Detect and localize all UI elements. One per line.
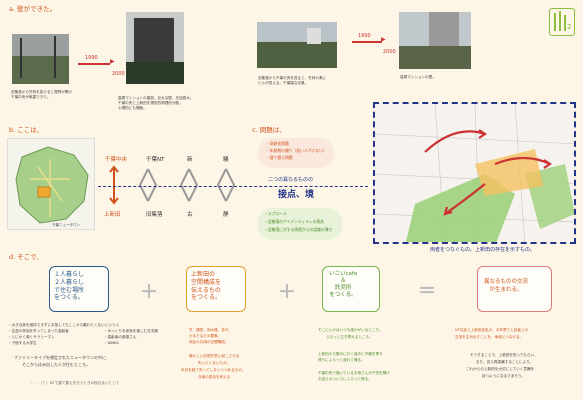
photo-mansion-wall [399, 12, 471, 69]
list1b-item-3: ・DINKS [104, 341, 119, 345]
chiba-nt-map: 千葉ニュータウン [7, 138, 95, 230]
note1c: ・・・（？）NTで建て替えを行うときの仮住まいとして [30, 381, 120, 385]
caption-a2c: 心理的にも隔絶。 [118, 106, 147, 110]
caption-a3b: ビルが見える。千葉園な光景。 [258, 81, 309, 85]
problem-cloud-bottom [258, 208, 342, 240]
list1b-item-2: ・高齢者の新婚さん [104, 335, 137, 339]
problem-top-1: ・高齢化問題 [266, 141, 289, 146]
caption-a4: 高層マンションの壁。 [400, 75, 436, 79]
contrast-arrows [109, 165, 236, 205]
box-exchange: 異なるものの交流 が生まれる。 [477, 266, 552, 312]
list1-item-2: ・生涯の伴侶を失ってしまった高齢者 [8, 329, 69, 333]
setten-label: 接点、境 [278, 190, 315, 200]
note3e: 千葉中央で働いているお母さんが子供を預け [318, 371, 390, 375]
box-space: 上新田の 空間構成を 伝えるもの をつくる。 [186, 266, 246, 312]
map-caption: 千葉ニュータウン [52, 223, 80, 227]
box-housing: １人暮らし ２人暮らし で住む場所 をつくる。 [49, 266, 109, 312]
label-chiba-nt: 千葉NT [146, 157, 165, 163]
note3d: 帰りにふらっと遊れて帰る。 [318, 358, 365, 362]
note2d: 懐かしい記憶を思い起こさせる [189, 354, 240, 358]
equals-icon: ＝ [418, 281, 436, 302]
arrow-head-icon: ▶ [110, 58, 115, 65]
note4c: そうすることで、上新田を知ってもらい、 [470, 353, 538, 357]
note3a: そこにいけばいつも誰かがいるところ。 [318, 328, 383, 332]
problem-top-3: ・建て替え問題 [266, 155, 293, 160]
note1b: そこからはみ出した人が住むところ。 [22, 362, 90, 367]
note2e: 失いたくないもの。 [198, 361, 231, 365]
note2a: 竹、棚田、用水路、井戸、 [189, 328, 233, 332]
label-shin: 新 [187, 157, 193, 163]
note3f: お迎えのついでにふらっと帰る。 [318, 377, 372, 381]
box-exchange-text: 異なるものの交流 が生まれる。 [484, 279, 529, 293]
plus-icon: ＋ [278, 282, 296, 303]
problem-bottom-1: ・スプロール [264, 211, 287, 216]
arrow-a1 [78, 63, 110, 65]
list1b-item-1: ・ゆっくりを老後を楽しむ夫夫婦 [104, 329, 158, 333]
photo-bamboo-buildings [257, 22, 337, 68]
year-1990-a: 1990 [85, 55, 98, 61]
box-housing-text: １人暮らし ２人暮らし で住む場所 をつくる。 [54, 271, 85, 302]
problem-top-2: ・年齢層の偏り（若い人が少ない） [266, 148, 327, 153]
logo-number: 2 [567, 23, 572, 31]
note4a: NT住民と上新田住民の、お年寄りと若者との [455, 328, 529, 332]
note3b: ふらっと立ち寄れるところ。 [326, 335, 373, 339]
note2b: かまどなどの要素。 [189, 334, 222, 338]
label-sou: 騒 [223, 157, 229, 163]
caption-a1b: 千葉中央が眺望できた。 [11, 95, 51, 99]
note3c: 上新田から集中に行く途中に不親を寄り [318, 352, 383, 356]
label-old: 古 [187, 212, 193, 218]
label-kamishinden: 上新田 [104, 212, 121, 218]
site-map [373, 102, 576, 244]
list1-item-3: ・とにかく働くサラリーマン [8, 335, 55, 339]
note4b: 交流を生み出すことを、地域とつなげる。 [455, 335, 524, 339]
map-caption-c: 両者をつなぐもの。上新田の存在を示すもの。 [430, 247, 536, 253]
note2g: 今後の変化を考える [198, 375, 231, 379]
note4d: また、自ら再認識することにより、 [476, 360, 534, 364]
note4e: これからの上新田を大切にしていく意識を [466, 367, 535, 371]
list1-item-1: ・大きな家を維持できずに手放してもここから離れたくないという人 [8, 323, 120, 327]
box-space-text: 上新田の 空間構成を 伝えるもの をつくる。 [191, 271, 222, 302]
label-quiet: 静 [223, 212, 229, 218]
plus-icon: ＋ [140, 282, 158, 303]
note1a: ファミリータイプを想定されたニュータウンの中に、 [14, 355, 110, 360]
label-chiba-chuo: 千葉中央 [105, 157, 128, 163]
section-b-title: b. ここは、 [9, 126, 44, 134]
problem-bottom-2: ・旧集落のアイデンティティの喪失 [264, 219, 325, 224]
note2c: 地区の共用の空間構成。 [189, 340, 229, 344]
caption-a2b: 千葉中央と上新田を視覚的物理的分断。 [118, 101, 183, 105]
note4f: 持つようになるであろう。 [482, 374, 525, 378]
problem-bottom-3: ・旧集落に対する周囲からの認識の薄さ [264, 227, 333, 232]
problem-cloud-top [258, 138, 334, 168]
box-cafe-text: いこいcafe ＆ 託児所 をつくる。 [329, 271, 358, 299]
year-1990-b: 1990 [358, 33, 371, 39]
photo-highrise [126, 12, 184, 84]
caption-a3: 旧集落から千葉中央を見ると、竹林の奥に [258, 76, 327, 80]
caption-a1: 旧集落から竹林を抜けると視界が開け [11, 90, 73, 94]
section-a-title: a. 壁ができた。 [9, 5, 57, 13]
list1-item-4: ・下宿する大学生 [8, 341, 37, 345]
arrow-head-icon: ▶ [381, 36, 386, 43]
photo-bamboo-view [12, 34, 69, 84]
note2f: 年月を経て失ってしまいつつあるもの。 [181, 368, 246, 372]
section-d-title: d. そこで、 [9, 253, 43, 261]
section-c-title: c. 問題は、 [252, 126, 286, 134]
two-things-label: 二つの異なるものの [268, 177, 314, 183]
label-old-village: 旧集落 [146, 212, 163, 218]
boundary-dashed-line [98, 186, 368, 187]
caption-a2: 高層マンションの建設、巨大な壁。圧迫感大。 [118, 96, 194, 100]
arrow-a2 [352, 41, 382, 43]
bamboo-logo-icon: 2 [549, 8, 575, 36]
year-2000-b: 2000 [383, 49, 396, 55]
box-cafe: いこいcafe ＆ 託児所 をつくる。 [322, 266, 380, 312]
year-2000-a: 2000 [112, 71, 125, 77]
